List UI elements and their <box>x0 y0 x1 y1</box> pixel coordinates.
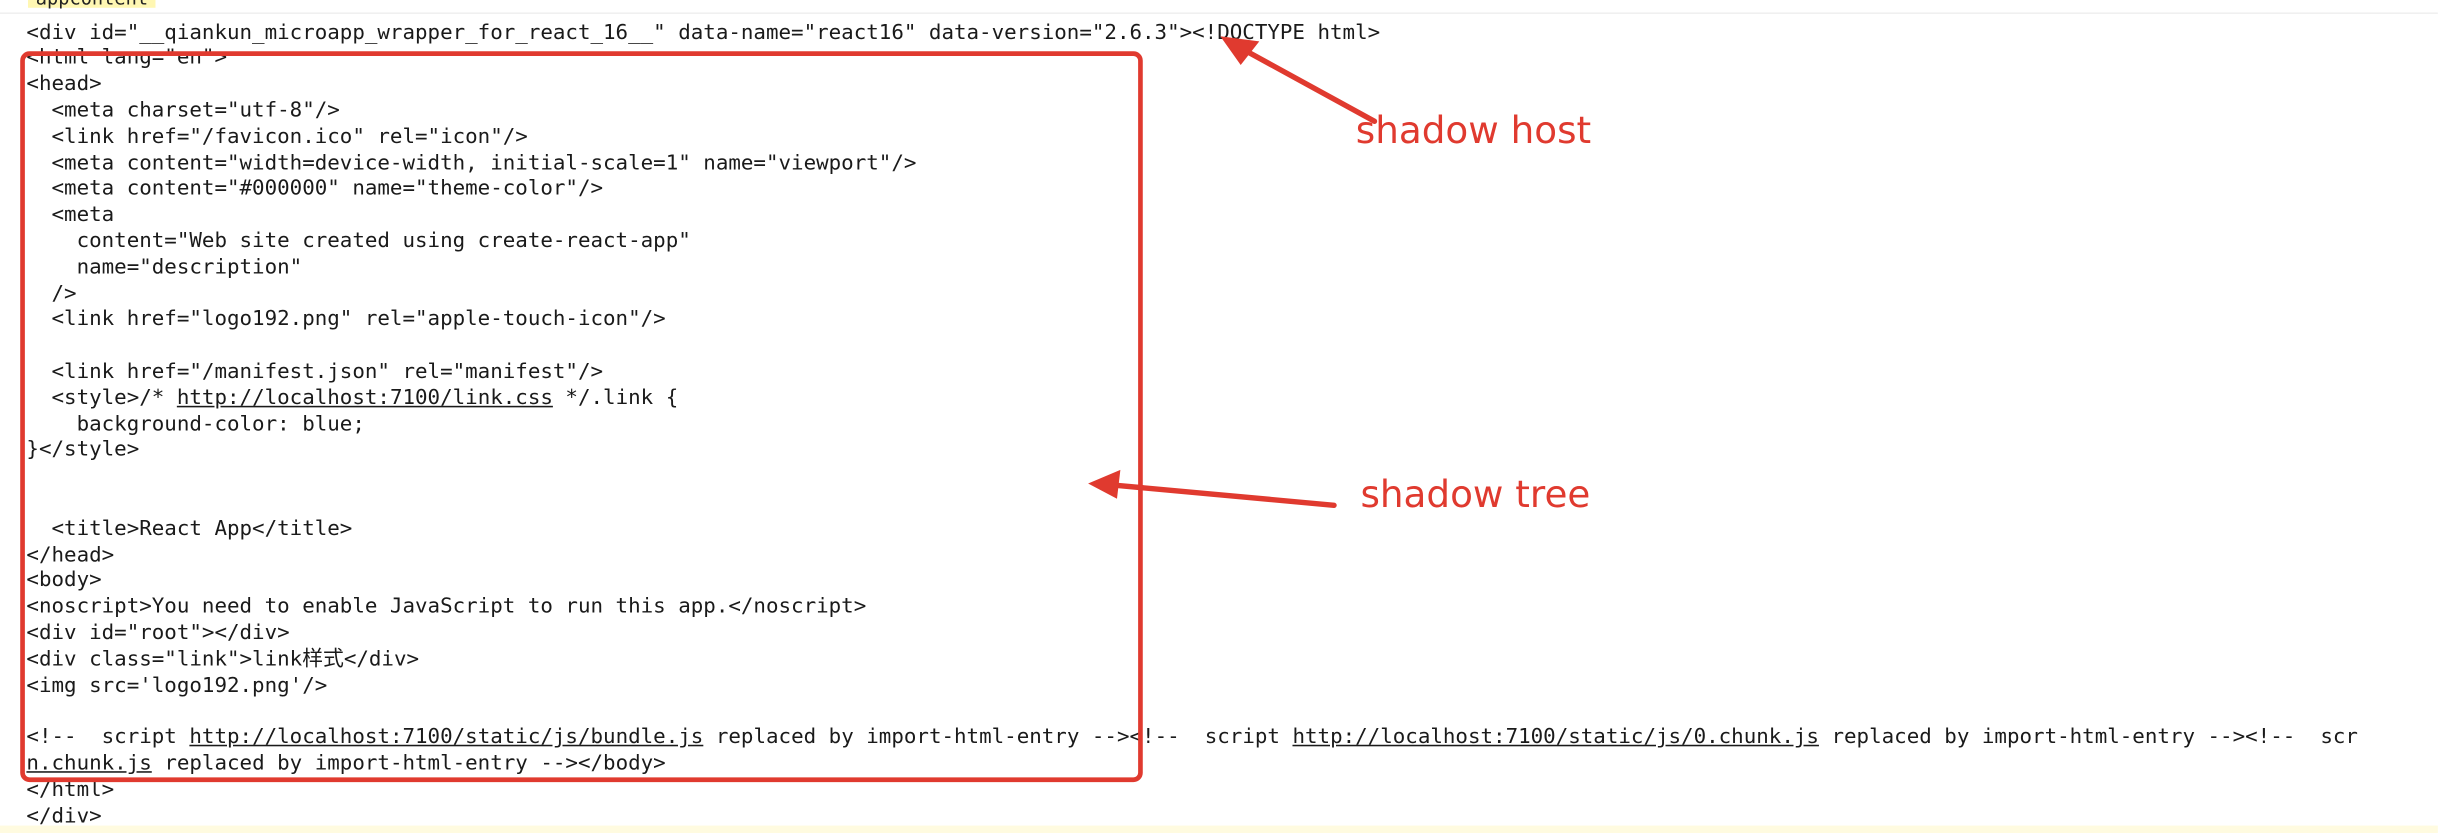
code-line: <meta content="#000000" name="theme-colo… <box>26 178 603 204</box>
code-text: <body> <box>26 569 102 593</box>
code-line: <title>React App</title> <box>26 517 352 543</box>
shadow-host-arrow <box>1220 36 1378 124</box>
code-text: <head> <box>26 73 102 97</box>
appcontent-badge: appcontent <box>27 0 156 8</box>
code-line: <style>/* http://localhost:7100/link.css… <box>26 387 678 413</box>
code-text: <link href="/favicon.ico" rel="icon"/> <box>26 125 528 149</box>
code-text: */.link { <box>552 386 679 411</box>
code-line: name="description" <box>26 256 303 282</box>
code-text: replaced by import-html-entry --><!-- sc… <box>1818 726 2358 750</box>
code-line: content="Web site created using create-r… <box>26 230 691 256</box>
code-line: <meta <box>26 204 114 230</box>
code-text: <div id="__qiankun_microapp_wrapper_for_… <box>26 21 1381 45</box>
code-text: replaced by import-html-entry --><!-- sc… <box>703 726 1293 750</box>
code-text: <div id="root"></div> <box>26 621 290 646</box>
code-line: </html> <box>26 779 114 805</box>
code-line: <img src='logo192.png'/> <box>26 674 327 700</box>
code-text: </div> <box>26 804 102 829</box>
code-text: <style>/* <box>26 386 177 411</box>
code-text: <meta content="width=device-width, initi… <box>26 151 917 176</box>
code-line: n.chunk.js replaced by import-html-entry… <box>26 753 665 779</box>
code-text: </head> <box>26 543 115 567</box>
code-line: <link href="logo192.png" rel="apple-touc… <box>26 308 665 334</box>
source-url-link[interactable]: http://localhost:7100/static/js/bundle.j… <box>189 726 704 750</box>
code-line: <!-- script http://localhost:7100/static… <box>26 726 2358 752</box>
source-url-link[interactable]: n.chunk.js <box>26 752 152 776</box>
code-line: /> <box>26 282 76 308</box>
code-text: <div class="link">link样式</div> <box>26 648 420 672</box>
code-line: <meta charset="utf-8"/> <box>26 100 339 126</box>
code-line: <html lang="en"> <box>26 47 227 73</box>
code-line: background-color: blue; <box>26 412 365 439</box>
code-text: <html lang="en"> <box>26 47 228 71</box>
shadow-host-label: shadow host <box>1355 108 1592 153</box>
code-text: }</style> <box>26 439 140 463</box>
bottom-highlight-strip <box>0 825 2438 833</box>
source-url-link[interactable]: http://localhost:7100/static/js/0.chunk.… <box>1292 726 1819 750</box>
code-text: <meta charset="utf-8"/> <box>26 99 340 123</box>
code-text: <link href="/manifest.json" rel="manifes… <box>26 360 604 385</box>
code-line: <div class="link">link样式</div> <box>26 648 419 674</box>
code-text: <!-- script <box>26 726 190 750</box>
code-text: <noscript>You need to enable JavaScript … <box>26 595 867 620</box>
code-text: <link href="logo192.png" rel="apple-touc… <box>26 308 666 332</box>
code-text: /> <box>26 282 77 306</box>
code-text: background-color: blue; <box>26 412 365 437</box>
code-text: replaced by import-html-entry --></body> <box>151 752 666 776</box>
source-url-link[interactable]: http://localhost:7100/link.css <box>176 386 553 411</box>
code-line: <link href="/favicon.ico" rel="icon"/> <box>26 126 527 152</box>
code-line: <body> <box>26 570 101 596</box>
code-text: content="Web site created using create-r… <box>26 230 691 254</box>
code-line: }</style> <box>26 439 139 465</box>
code-text: <img src='logo192.png'/> <box>26 674 328 698</box>
code-line: <div id="root"></div> <box>26 622 289 648</box>
code-text: </html> <box>26 778 115 802</box>
code-line: </head> <box>26 544 114 570</box>
shadow-tree-arrow <box>1088 469 1337 509</box>
top-divider <box>0 12 2438 14</box>
code-line: <head> <box>26 73 101 99</box>
shadow-tree-label: shadow tree <box>1360 472 1591 517</box>
code-text: name="description" <box>26 256 303 280</box>
code-text: <title>React App</title> <box>26 517 353 541</box>
code-line: </div> <box>26 805 101 831</box>
code-line: <meta content="width=device-width, initi… <box>26 152 916 178</box>
code-text: <meta <box>26 203 115 228</box>
code-line: <link href="/manifest.json" rel="manifes… <box>26 361 603 387</box>
code-text: <meta content="#000000" name="theme-colo… <box>26 177 604 202</box>
code-line: <div id="__qiankun_microapp_wrapper_for_… <box>26 21 1380 47</box>
code-line: <noscript>You need to enable JavaScript … <box>26 596 866 622</box>
